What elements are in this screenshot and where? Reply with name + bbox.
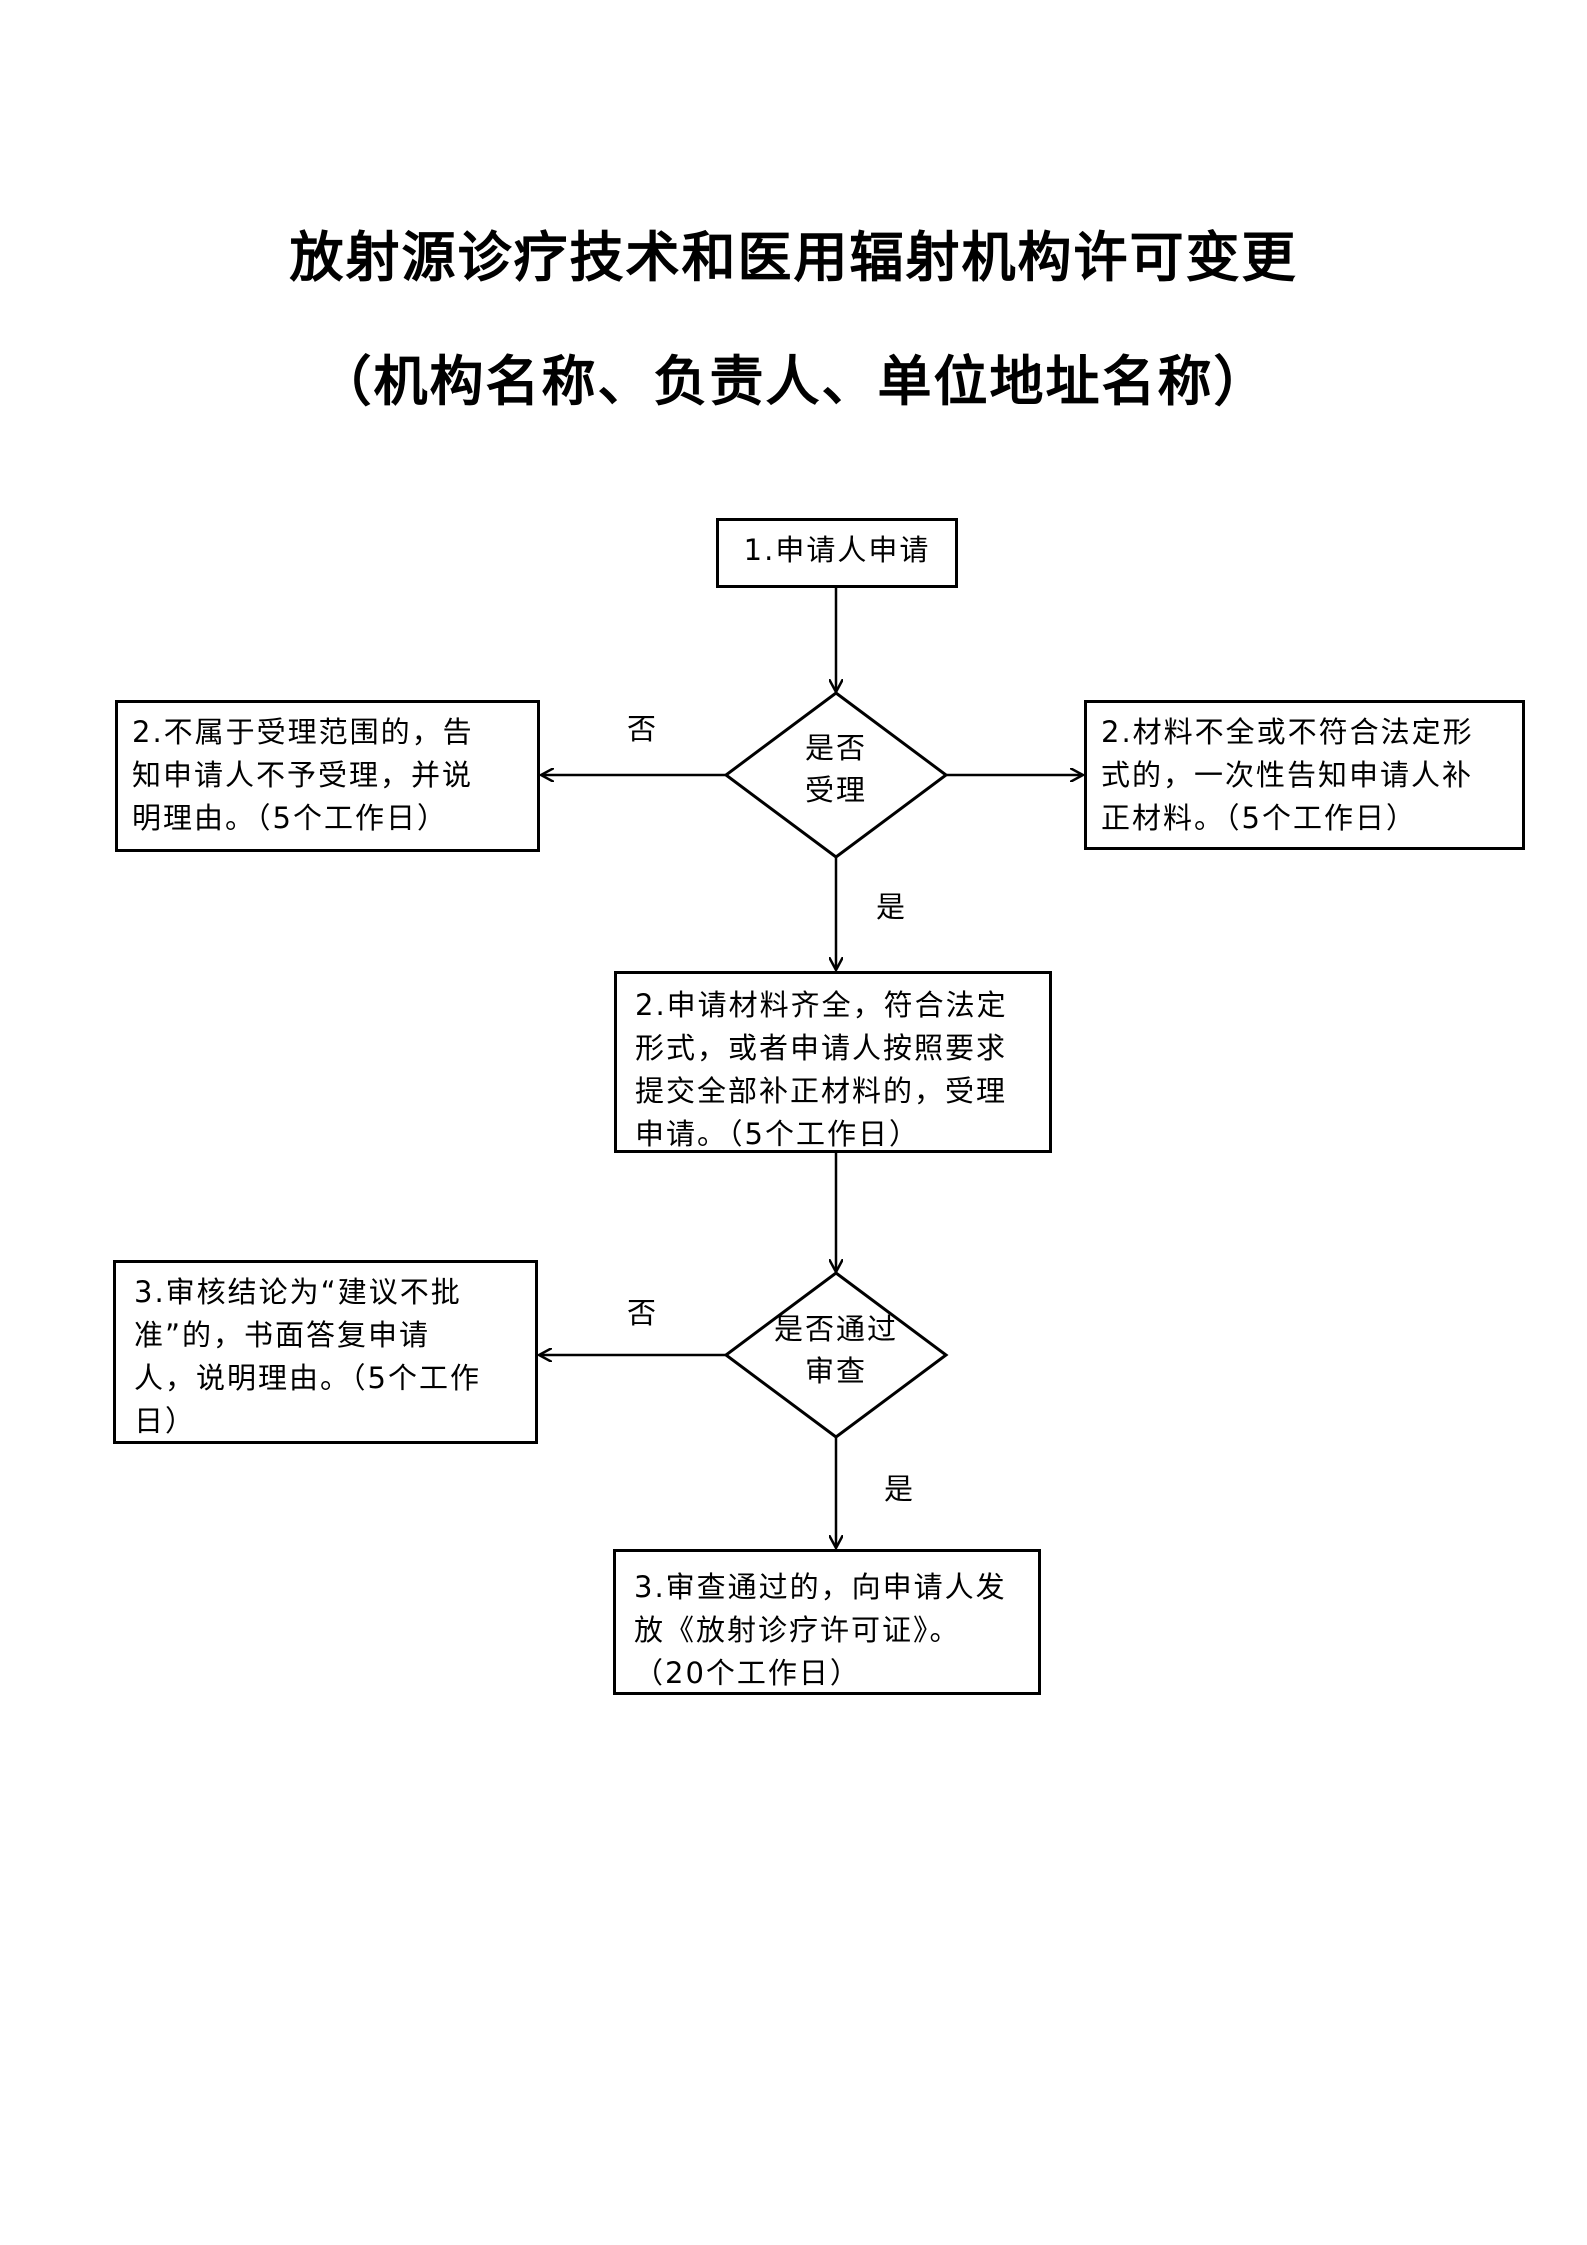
- decision2-label: 是否通过 审查: [763, 1308, 909, 1392]
- node-text-line: 准”的，书面答复申请: [134, 1318, 431, 1352]
- node-text-line: 知申请人不予受理，并说: [132, 758, 474, 792]
- node-text-line: 放《放射诊疗许可证》。: [634, 1613, 961, 1647]
- page-subtitle: （机构名称、负责人、单位地址名称）: [317, 349, 1270, 413]
- node-text-line: 日）: [134, 1404, 197, 1438]
- node-text-line: （20个工作日）: [634, 1656, 861, 1690]
- node-text-line: 正材料。（5个工作日）: [1101, 801, 1417, 835]
- node-text-line: 提交全部补正材料的，受理: [635, 1074, 1008, 1108]
- decision1-text-1: 是否: [804, 731, 867, 765]
- edge-label-d2-yes: 是: [884, 1472, 914, 1506]
- decision1-text-2: 受理: [804, 773, 867, 807]
- node-supplement-materials: 2.材料不全或不符合法定形 式的，一次性告知申请人补 正材料。（5个工作日）: [1084, 700, 1525, 850]
- node-accept-application: 2.申请材料齐全，符合法定 形式，或者申请人按照要求 提交全部补正材料的，受理 …: [614, 971, 1052, 1153]
- page-title: 放射源诊疗技术和医用辐射机构许可变更: [289, 225, 1298, 289]
- edge-label-d2-no: 否: [627, 1296, 657, 1330]
- edge-label-d1-no: 否: [627, 712, 657, 746]
- node-start: 1.申请人申请: [716, 518, 958, 588]
- node-text-line: 3.审核结论为“建议不批: [134, 1275, 462, 1309]
- decision2-text-1: 是否通过: [773, 1312, 898, 1346]
- decision1-label: 是否 受理: [763, 727, 909, 811]
- node-text-line: 明理由。（5个工作日）: [132, 801, 448, 835]
- node-text-line: 2.申请材料齐全，符合法定: [635, 988, 1008, 1022]
- node-review-passed: 3.审查通过的，向申请人发 放《放射诊疗许可证》。 （20个工作日）: [613, 1549, 1041, 1695]
- node-text-line: 形式，或者申请人按照要求: [635, 1031, 1008, 1065]
- node-reject-not-in-scope: 2.不属于受理范围的，告 知申请人不予受理，并说 明理由。（5个工作日）: [115, 700, 540, 852]
- node-text-line: 式的，一次性告知申请人补: [1101, 758, 1474, 792]
- node-text-line: 申请。（5个工作日）: [635, 1117, 920, 1151]
- node-text-line: 2.不属于受理范围的，告: [132, 715, 474, 749]
- node-text-line: 2.材料不全或不符合法定形: [1101, 715, 1474, 749]
- node-text-line: 3.审查通过的，向申请人发: [634, 1570, 1007, 1604]
- node-review-rejected: 3.审核结论为“建议不批 准”的，书面答复申请 人，说明理由。（5个工作 日）: [113, 1260, 538, 1444]
- node-start-text: 1.申请人申请: [743, 533, 931, 567]
- edge-label-d1-yes: 是: [876, 890, 906, 924]
- node-text-line: 人，说明理由。（5个工作: [134, 1361, 481, 1395]
- decision2-text-2: 审查: [804, 1354, 867, 1388]
